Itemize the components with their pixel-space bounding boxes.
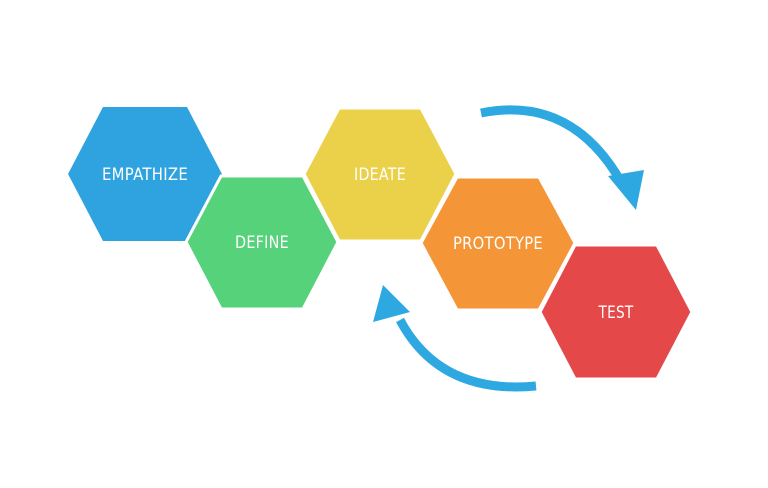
stage-label-test: TEST [598,303,634,323]
stage-label-define: DEFINE [235,233,289,253]
stage-test: TEST [538,243,694,381]
stage-label-ideate: IDEATE [354,165,406,185]
hexagon-prototype [419,175,577,312]
hexagon-test [538,243,694,381]
stage-empathize: EMPATHIZE [68,107,222,241]
hexagon-empathize [68,107,222,241]
stage-prototype: PROTOTYPE [419,175,577,312]
loop-back-arrow-icon [373,285,537,392]
stage-label-prototype: PROTOTYPE [453,234,543,254]
stage-label-empathize: EMPATHIZE [102,165,188,185]
stage-define: DEFINE [184,174,340,311]
forward-arrow-icon [480,105,644,210]
hexagon-define [184,174,340,311]
